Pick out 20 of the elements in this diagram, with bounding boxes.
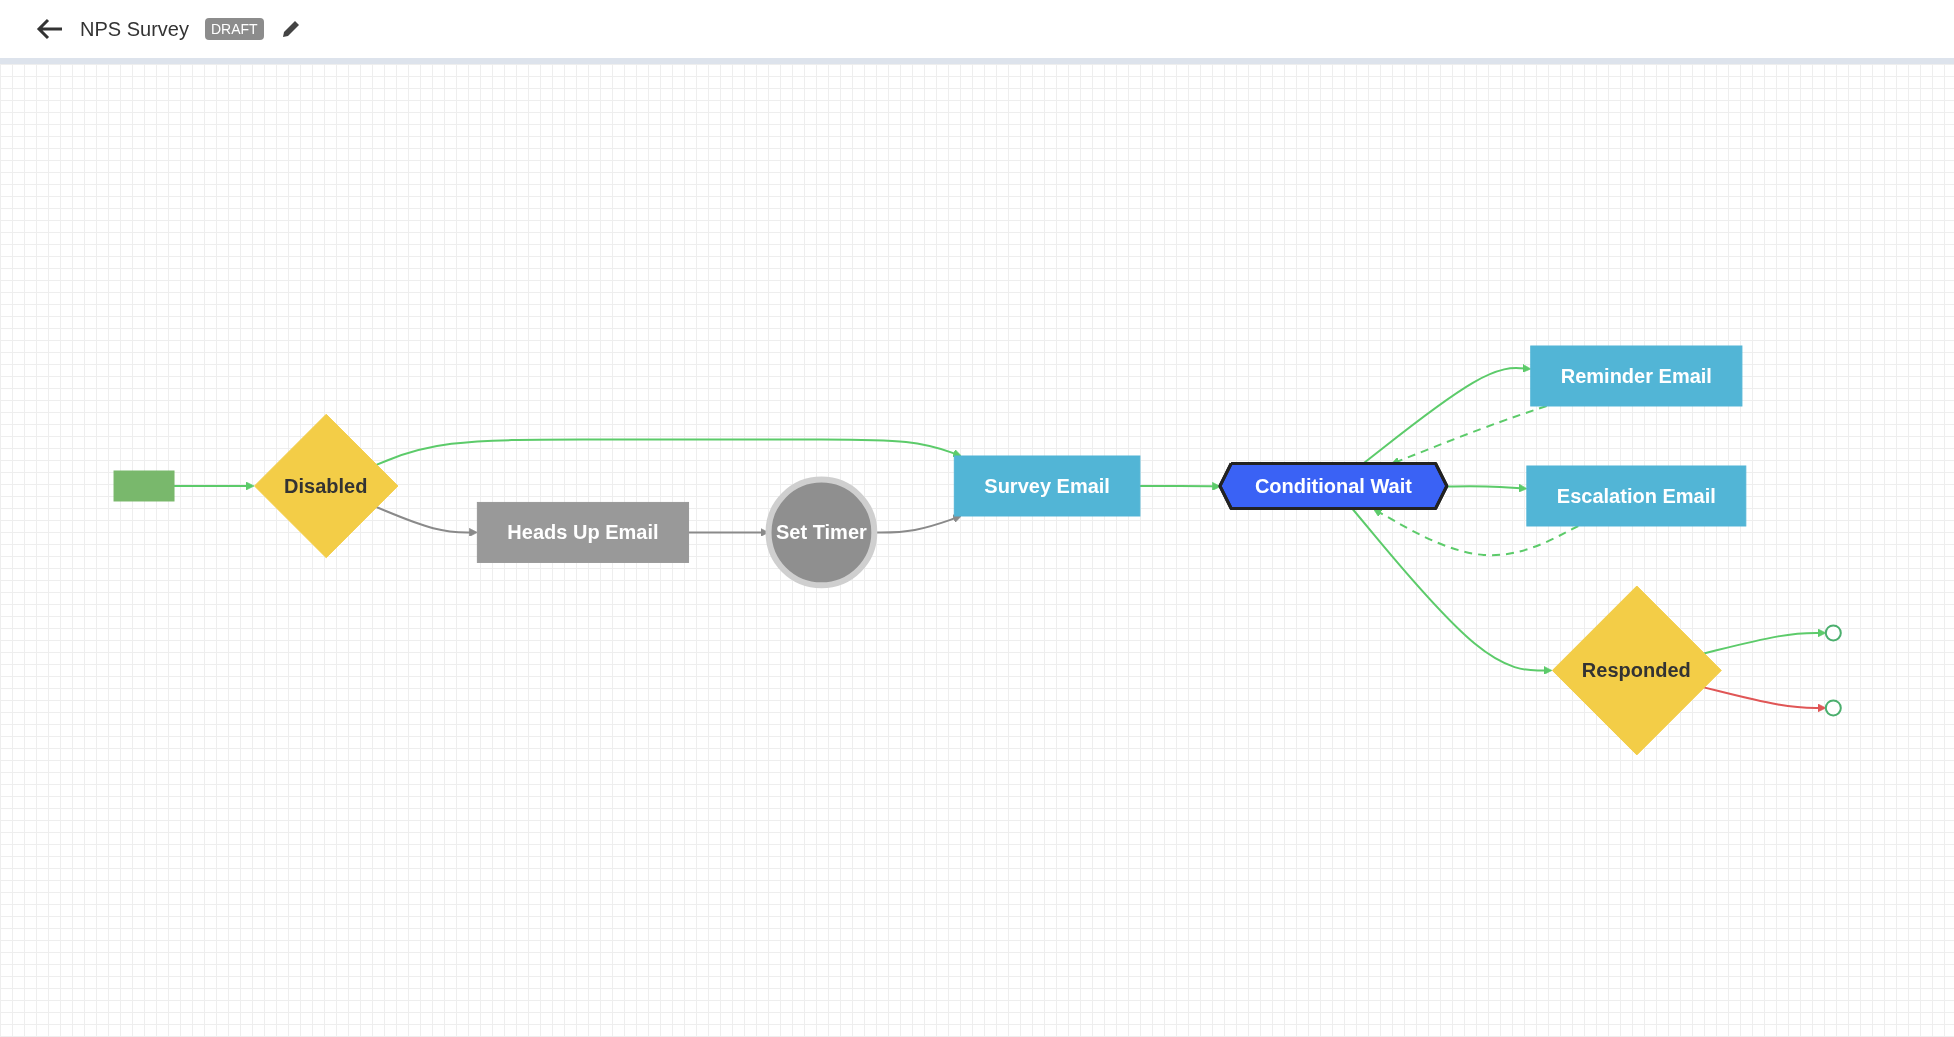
node-circle [1824, 699, 1842, 717]
node-circle [1824, 624, 1842, 642]
node-diamond: Responded [1551, 585, 1722, 756]
arrow [1445, 483, 1527, 493]
node-box [113, 470, 175, 502]
arrow [1702, 686, 1826, 713]
arrow [1138, 482, 1221, 491]
arrow [172, 481, 254, 491]
node-box: Survey Email [953, 455, 1140, 517]
arrow [1351, 508, 1552, 675]
arrow [374, 438, 962, 466]
arrow [1702, 628, 1826, 655]
arrow [1372, 508, 1579, 557]
node-box: Reminder Email [1529, 345, 1742, 407]
node-box: Escalation Email [1525, 465, 1746, 527]
status-badge: DRAFT [204, 18, 264, 40]
page-title: NPS Survey [80, 17, 189, 41]
node-diamond: Disabled [253, 413, 398, 559]
node-circle: Set Timer [765, 476, 877, 589]
node-box: Heads Up Email [476, 502, 689, 563]
